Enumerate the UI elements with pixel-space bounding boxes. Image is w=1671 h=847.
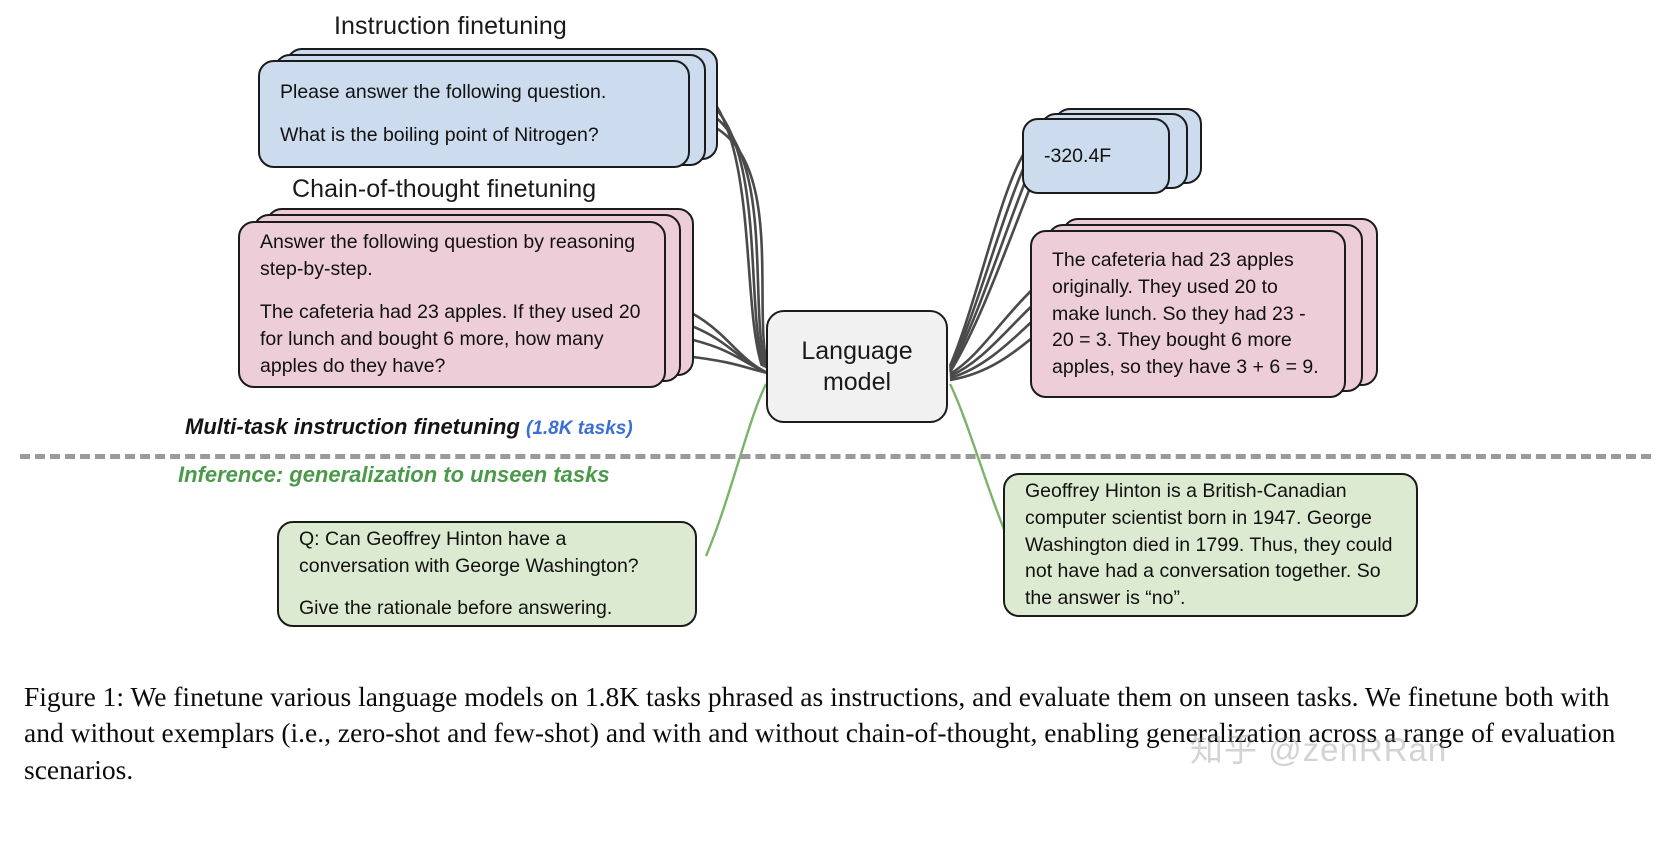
language-model-label: Language model — [801, 336, 912, 397]
cot-input-card: Answer the following question by reasoni… — [238, 221, 666, 388]
inference-label: Inference: generalization to unseen task… — [178, 462, 610, 487]
cot-answer-text: The cafeteria had 23 apples originally. … — [1052, 248, 1319, 379]
inference-answer-text: Geoffrey Hinton is a British-Canadian co… — [1025, 479, 1393, 610]
inference-question-stack: Q: Can Geoffrey Hinton have a conversati… — [277, 521, 701, 627]
multitask-label-text: Multi-task instruction finetuning — [185, 414, 520, 439]
language-model-line1: Language — [801, 337, 913, 365]
figure-caption: Figure 1: We finetune various language m… — [24, 681, 1616, 785]
inference-question-card: Q: Can Geoffrey Hinton have a conversati… — [277, 521, 697, 627]
instruction-answer-card: -320.4F — [1022, 118, 1170, 194]
language-model-line2: model — [822, 367, 892, 396]
instruction-answer-text: -320.4F — [1044, 144, 1112, 167]
watermark: 知乎 @zenRRan — [1190, 731, 1448, 768]
chain-of-thought-finetuning-title: Chain-of-thought finetuning — [292, 175, 597, 203]
instruction-answer-stack: -320.4F — [1022, 108, 1202, 194]
instruction-input-line2: What is the boiling point of Nitrogen? — [280, 124, 599, 146]
multitask-task-count: (1.8K tasks) — [526, 418, 633, 439]
inference-answer-stack: Geoffrey Hinton is a British-Canadian co… — [1003, 473, 1423, 617]
instruction-input-card: Please answer the following question. Wh… — [258, 60, 690, 168]
cot-input-line1: Answer the following question by reasoni… — [260, 231, 636, 281]
inference-question-line2: Give the rationale before answering. — [299, 597, 613, 620]
language-model-box: Language model — [766, 310, 948, 423]
inference-question-line1: Q: Can Geoffrey Hinton have a conversati… — [299, 527, 639, 577]
cot-input-line2: The cafeteria had 23 apples. If they use… — [260, 301, 641, 377]
inference-answer-card: Geoffrey Hinton is a British-Canadian co… — [1003, 473, 1418, 617]
phase-divider — [20, 454, 1651, 459]
instruction-input-stack: Please answer the following question. Wh… — [258, 48, 718, 168]
multitask-finetuning-label: Multi-task instruction finetuning (1.8K … — [185, 414, 633, 440]
instruction-finetuning-title: Instruction finetuning — [334, 12, 567, 40]
cot-input-stack: Answer the following question by reasoni… — [238, 208, 698, 388]
instruction-input-line1: Please answer the following question. — [280, 81, 607, 104]
cot-answer-stack: The cafeteria had 23 apples originally. … — [1030, 218, 1430, 398]
cot-answer-card: The cafeteria had 23 apples originally. … — [1030, 230, 1346, 398]
